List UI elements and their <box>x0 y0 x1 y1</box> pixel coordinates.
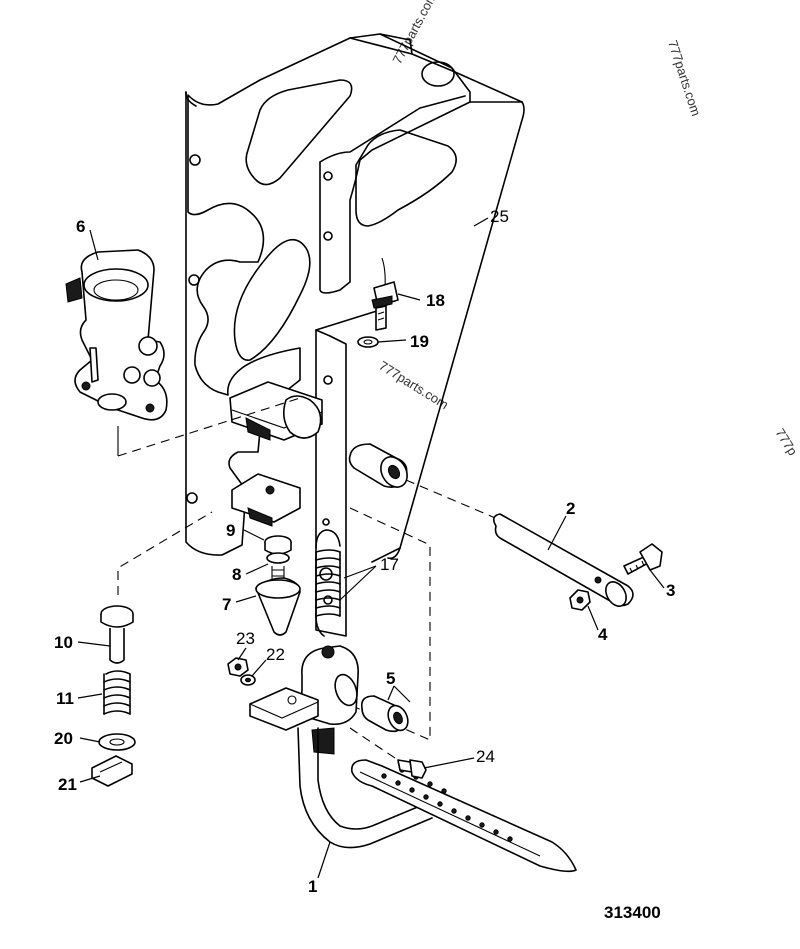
upper-stop-block <box>229 381 323 441</box>
pivot-bolt <box>623 543 663 575</box>
watermark-3: 777parts.com <box>376 358 451 412</box>
pivot-nut <box>569 589 591 611</box>
return-spring <box>315 529 341 637</box>
stop-nut <box>227 657 249 677</box>
callout-22: 24 <box>476 747 495 766</box>
callout-11: 11 <box>56 689 74 708</box>
callout-2: 2 <box>566 499 575 518</box>
callout-4: 4 <box>598 625 608 644</box>
brake-pedal <box>249 645 577 873</box>
callout-1: 1 <box>308 877 317 896</box>
callout-10: 10 <box>54 633 73 652</box>
stop-screw-locknut <box>264 535 292 555</box>
callout-19: 19 <box>410 332 429 351</box>
pivot-pin <box>492 513 634 607</box>
stop-washer <box>240 674 256 686</box>
assembly-line-pivot <box>405 479 501 521</box>
stop-buffer <box>255 577 301 636</box>
callout-20: 20 <box>54 729 73 748</box>
drawing-number: 313400 <box>604 903 661 922</box>
switch-washer <box>357 336 379 348</box>
callout-23: 22 <box>266 645 285 664</box>
assembly-line-plunger <box>117 511 213 595</box>
callout-7: 7 <box>222 595 231 614</box>
callout-5: 5 <box>386 669 395 688</box>
stop-light-switch <box>371 257 399 331</box>
assembly-line-bracket <box>347 507 431 741</box>
pivot-bush <box>348 443 408 488</box>
callout-25: 25 <box>490 207 509 226</box>
master-cylinder <box>65 249 168 421</box>
pedal-bushes <box>360 695 409 733</box>
callout-21: 21 <box>58 775 77 794</box>
callout-8: 8 <box>232 565 241 584</box>
watermark-1: 777parts.com <box>389 0 439 66</box>
lower-stop-block <box>231 473 301 527</box>
callout-6: 6 <box>76 217 85 236</box>
pushrod-washer <box>98 733 136 751</box>
leader-lines <box>77 217 665 879</box>
callout-3: 3 <box>666 581 675 600</box>
retaining-clip <box>91 755 133 787</box>
watermark-2: 777parts.com <box>665 38 704 118</box>
pedal-bracket <box>185 33 525 637</box>
pedal-bolt <box>397 759 427 779</box>
assembly-line-cylinder <box>117 397 301 457</box>
watermark-4: 777p <box>772 426 800 458</box>
callout-18: 18 <box>426 291 445 310</box>
callout-24: 23 <box>236 629 255 648</box>
callout-9: 9 <box>226 521 235 540</box>
pushrod <box>100 605 134 664</box>
callout-17: 17 <box>380 555 399 574</box>
pushrod-spring <box>103 670 131 715</box>
assembly-line-pedal-bolt <box>349 727 399 761</box>
